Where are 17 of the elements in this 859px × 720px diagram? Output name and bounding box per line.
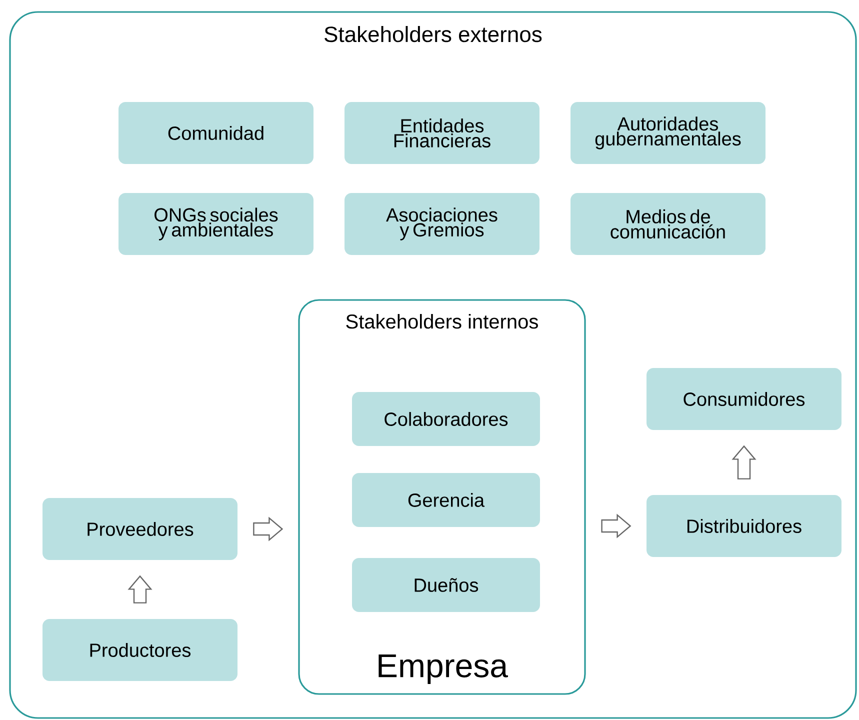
stakeholder-box: Entidades Financieras — [344, 102, 540, 164]
stakeholder-box: Dueños — [352, 558, 540, 612]
block-arrow — [601, 514, 632, 538]
block-arrow — [128, 575, 152, 604]
stakeholder-box: Autoridades gubernamentales — [570, 102, 766, 164]
stakeholder-box: Proveedores — [42, 498, 238, 560]
stakeholder-box: Asociaciones y Gremios — [344, 193, 540, 255]
stakeholder-box: Distribuidores — [646, 495, 842, 557]
block-arrow — [732, 445, 756, 480]
block-arrow — [253, 516, 284, 542]
stakeholder-box: Gerencia — [352, 473, 540, 527]
stakeholder-box: Consumidores — [646, 368, 842, 430]
stakeholder-box: Productores — [42, 619, 238, 681]
stakeholder-box: ONGs sociales y ambientales — [118, 193, 314, 255]
stakeholder-box: Medios de comunicación — [570, 193, 766, 255]
stakeholder-box: Colaboradores — [352, 392, 540, 446]
stakeholder-box: Comunidad — [118, 102, 314, 164]
